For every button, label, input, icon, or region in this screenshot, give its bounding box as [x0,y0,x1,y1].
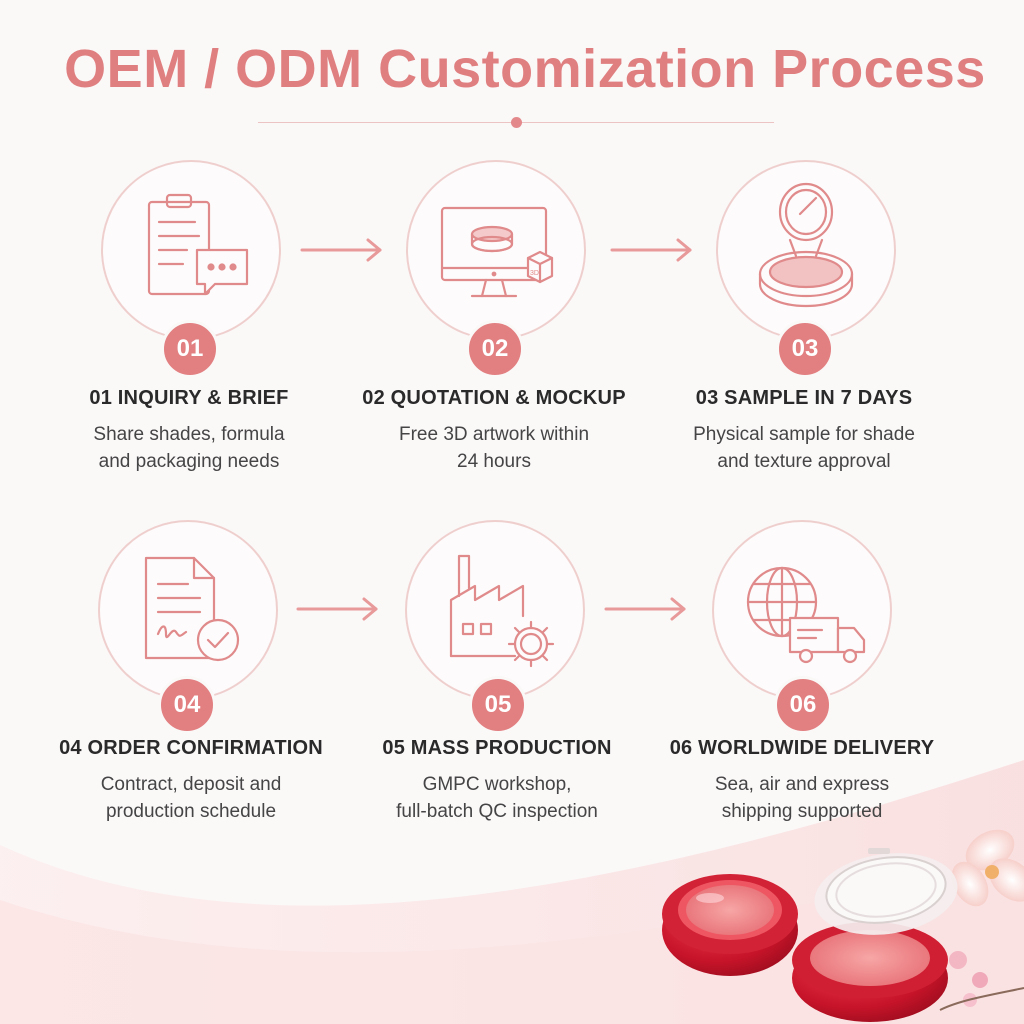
divider-dot [511,117,522,128]
factory-gear-icon [449,554,555,668]
step-1-number: 01 [161,320,219,378]
step-3-title: 03 SAMPLE IN 7 DAYS [695,387,913,409]
step-6-circle [712,520,892,700]
step-6-desc-line2: shipping supported [721,801,883,822]
red-compact-left [662,874,798,976]
step-1-circle [101,160,281,340]
step-2-number: 02 [466,320,524,378]
step-6-number: 06 [774,676,832,734]
monitor-3d-icon: 3D [440,206,554,298]
flower-decoration [939,829,1024,1011]
clipboard-chat-icon [147,193,249,296]
step-6-title: 06 WORLDWIDE DELIVERY [669,737,935,759]
step-2-circle: 3D [406,160,586,340]
arrow-right-icon [604,597,686,621]
step-5-circle [405,520,585,700]
page-title: OEM / ODM Customization Process [64,39,986,99]
step-5-desc-line1: GMPC workshop, [422,774,572,795]
step-4-desc-line2: production schedule [105,801,277,822]
step-4-number: 04 [158,676,216,734]
arrow-right-icon [296,597,378,621]
step-5-number: 05 [469,676,527,734]
step-6-desc-line1: Sea, air and express [714,774,890,795]
step-5-title: 05 MASS PRODUCTION [382,737,612,759]
step-5-desc-line2: full-batch QC inspection [396,801,598,822]
step-3-circle [716,160,896,340]
step-2-desc-line1: Free 3D artwork within [398,424,590,445]
step-4-circle [98,520,278,700]
step-3-desc-line2: and texture approval [717,451,891,472]
product-compacts-image [662,829,1024,1022]
step-1-desc-line2: and packaging needs [98,451,280,472]
step-2-desc-line2: 24 hours [457,451,531,472]
red-compact-right [792,922,948,1022]
globe-truck-icon [746,566,866,664]
step-4-desc-line1: Contract, deposit and [100,774,282,795]
3d-label: 3D [530,270,539,277]
clear-lid [814,848,958,935]
step-4-title: 04 ORDER CONFIRMATION [59,737,323,759]
signed-document-icon [144,556,240,662]
compact-case-icon [758,182,854,308]
step-1-desc-line1: Share shades, formula [93,424,285,445]
step-3-desc-line1: Physical sample for shade [693,424,915,445]
step-2-title: 02 QUOTATION & MOCKUP [362,387,626,409]
arrow-right-icon [300,238,382,262]
step-1-title: 01 INQUIRY & BRIEF [89,387,289,409]
arrow-right-icon [610,238,692,262]
step-3-number: 03 [776,320,834,378]
